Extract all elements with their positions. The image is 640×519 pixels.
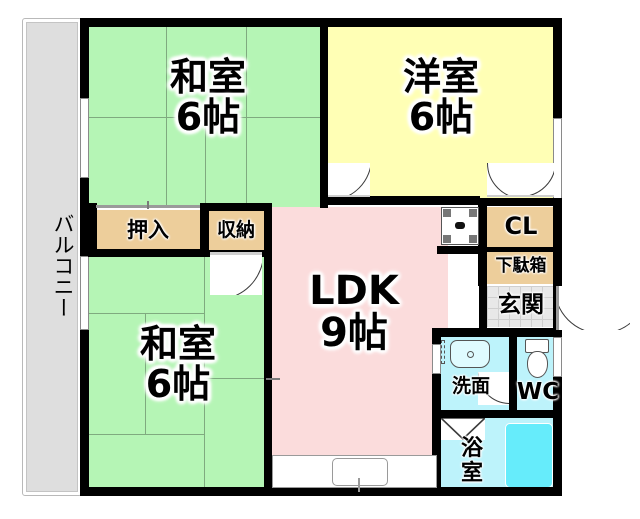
ldk-label: LDK 9帖 [276,270,432,354]
yoshitsu-label: 洋室 6帖 [361,55,521,139]
balcony-area [26,22,78,492]
wall-under-senmen [432,410,562,418]
tatami-line [204,378,269,379]
senmen-label: 洗面 [451,375,490,397]
oshiire-rail-tick [147,201,149,209]
yoshitsu-size: 6帖 [408,94,474,139]
yokushitsu-label: 浴 室 [455,436,489,486]
wall-shuno-top [200,203,272,211]
door-shuno-frame [210,252,262,255]
getabako-label: 下駄箱 [495,256,547,276]
wall-kitchen-right [478,198,487,286]
yokushitsu-line2: 室 [460,460,483,486]
tatami-line [205,117,206,208]
genkan-floor [487,286,555,327]
genkan-label: 玄関 [498,292,544,318]
door-yokushitsu[interactable] [441,418,485,440]
ldk-name: LDK [309,268,399,314]
washitsu-top-name: 和室 [169,55,246,99]
wall-shuno-left [200,203,209,257]
stove-icon [441,207,479,245]
washitsu-bottom-fill [88,256,269,494]
window-right-top [553,118,562,204]
oshiire-fill [96,210,200,252]
entry-door-leaf [556,286,559,330]
wall-senmen-wc-divider [509,337,517,413]
tatami-line [246,117,324,118]
wall-outer-right-mid [553,204,562,337]
wall-outer-right-top [553,18,562,118]
door-yoshitsu-left[interactable] [328,163,370,197]
window-left-top [80,98,89,178]
bathtub-icon [505,423,553,488]
shuno-fill [208,210,264,252]
wc-label: WC [516,379,560,405]
wall-outer-left [80,18,89,98]
sliding-door-marker-ldk-left [266,378,280,380]
tatami-line [145,313,146,434]
window-senmen-left [432,344,441,374]
wall-outer-right-low [553,377,562,496]
wall-between-washitsu-yoshitsu [320,18,328,208]
door-yoshitsu-right-a[interactable] [487,163,522,197]
washbasin-mirror [441,340,445,364]
window-right-wc [553,337,562,377]
cl-fill [487,207,555,249]
wall-genkan-left [479,284,487,330]
tatami-line [88,117,246,118]
tatami-line [88,313,204,314]
toilet-bowl [527,351,548,378]
wall-kitchen-bottom [437,246,487,254]
wall-under-yoshitsu [320,196,480,205]
door-senmen[interactable] [478,372,509,405]
yoshitsu-name: 洋室 [402,55,479,99]
wall-shuno-right [264,203,272,494]
washitsu-top-label: 和室 6帖 [128,55,288,139]
bay-window-handle [358,478,360,492]
wall-outer-bottom [80,487,562,496]
bay-window-inner [332,458,388,486]
washitsu-top-size: 6帖 [175,94,241,139]
washbasin-icon [450,340,490,368]
yokushitsu-line1: 浴 [460,436,483,461]
washitsu-bottom-label: 和室 6帖 [98,322,258,406]
wall-under-oshiire [88,249,208,257]
wall-under-yoshitsu-right [480,198,562,206]
entry-door-icon[interactable] [556,286,630,330]
wall-above-oshiire [88,203,97,252]
tatami-line [204,256,205,494]
wall-outer-left-low [80,330,89,496]
door-yoshitsu-right-b[interactable] [521,163,554,197]
wall-outer-left-mid [80,178,89,256]
oshiire-label: 押入 [127,218,169,242]
balcony-label: バルコニー [51,212,75,318]
wall-getabako-divider [487,247,562,252]
washitsu-bottom-size: 6帖 [145,361,211,406]
shuno-label: 収納 [216,219,255,241]
cl-label: CL [504,212,538,240]
door-shuno[interactable] [210,252,262,295]
ldk-fill [272,207,437,494]
tatami-line [88,434,204,435]
getabako-fill [487,252,555,284]
wall-above-senmen [432,328,562,337]
washitsu-bottom-name: 和室 [139,322,216,366]
ldk-size: 9帖 [320,310,388,356]
window-left-bottom [80,256,89,330]
folding-door-icon [441,418,485,440]
